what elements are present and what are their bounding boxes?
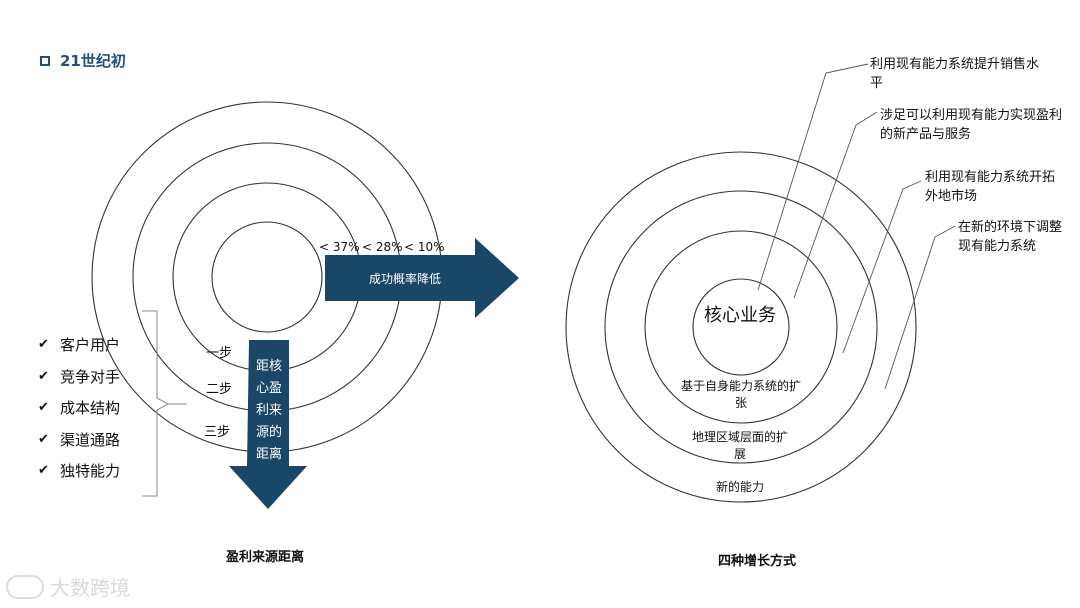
right-circle-ring-2 [604, 190, 878, 464]
section-title: 21世纪初 [60, 52, 126, 70]
ring-label-2: 地理区域层面的扩展 [691, 430, 788, 461]
ring-label-3: 新的能力 [715, 480, 764, 494]
callout-line-3 [842, 180, 922, 354]
step-label-2: 二步 [206, 382, 233, 397]
arrow-down-label: 距核心盈利来源的距离 [255, 359, 282, 462]
check-icon: ✔ [38, 463, 49, 479]
checklist-item: ✔渠道通路 [38, 430, 121, 449]
checklist-item: ✔竞争对手 [38, 367, 121, 386]
right-circle-ring-1 [644, 230, 838, 424]
probability-label-3: < 10% [404, 240, 445, 254]
callout-line-4 [884, 225, 956, 390]
step-label-3: 三步 [204, 425, 231, 440]
watermark-text: 大数跨境 [50, 576, 130, 600]
probability-label-1: < 37% [319, 240, 360, 254]
core-business-label: 核心业务 [704, 305, 776, 326]
section-header: 21世纪初 [40, 50, 126, 71]
checklist-item: ✔客户用户 [38, 336, 121, 355]
left-caption: 盈利来源距离 [226, 550, 305, 565]
arrow-down-shape [229, 340, 307, 509]
callout-3: 利用现有能力系统开拓外地市场 [925, 170, 1056, 204]
right-circle-core [692, 278, 790, 376]
callout-line-1 [757, 63, 869, 291]
check-icon: ✔ [38, 368, 49, 384]
right-circle-ring-3 [565, 151, 917, 503]
checklist: ✔客户用户 ✔竞争对手 ✔成本结构 ✔渠道通路 ✔独特能力 [38, 329, 120, 487]
step-label-1: 一步 [206, 346, 233, 361]
check-icon: ✔ [38, 337, 49, 353]
left-circle-core [211, 221, 323, 333]
callout-2: 涉足可以利用现有能力实现盈利的新产品与服务 [880, 108, 1063, 142]
watermark: 大数跨境 [6, 572, 130, 601]
square-bullet-icon [40, 55, 50, 66]
watermark-logo-icon [6, 574, 44, 599]
check-icon: ✔ [38, 400, 49, 416]
checklist-item: ✔独特能力 [38, 462, 121, 481]
callout-4: 在新的环境下调整现有能力系统 [958, 220, 1063, 254]
callout-line-2 [793, 111, 878, 299]
arrow-right-label: 成功概率降低 [368, 272, 441, 286]
arrow-right-shape [325, 238, 519, 318]
right-caption: 四种增长方式 [718, 554, 797, 569]
probability-label-2: < 28% [362, 240, 403, 254]
checklist-item: ✔成本结构 [38, 399, 121, 418]
check-icon: ✔ [38, 431, 49, 447]
ring-label-1: 基于自身能力系统的扩张 [681, 379, 802, 410]
callout-1: 利用现有能力系统提升销售水平 [870, 57, 1040, 91]
